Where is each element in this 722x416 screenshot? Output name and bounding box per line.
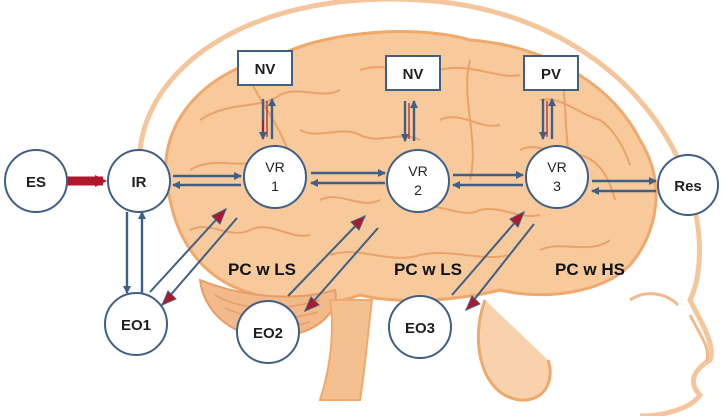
node-eo3-label: EO3: [405, 320, 435, 337]
box-nv-1: NV: [237, 50, 293, 86]
node-vr3-number: 3: [553, 178, 561, 194]
node-es: ES: [4, 149, 68, 213]
node-eo1-label: EO1: [121, 317, 151, 334]
arrows-box2-vr2: [401, 100, 418, 142]
node-vr1-number: 1: [271, 178, 279, 194]
box-nv-2-label: NV: [403, 66, 424, 83]
node-eo3: EO3: [388, 295, 452, 359]
node-res-label: Res: [674, 178, 702, 195]
node-eo2: EO2: [236, 300, 300, 364]
node-vr1: VR 1: [243, 145, 307, 209]
arrows-eo1-vr1: [149, 207, 238, 306]
box-pv: PV: [523, 55, 579, 91]
box-nv-2: NV: [385, 55, 441, 91]
pc-label-1: PC w LS: [228, 260, 296, 279]
node-vr2: VR 2: [386, 149, 450, 213]
node-vr2-number: 2: [414, 182, 422, 198]
arrows-eo3-vr3: [451, 210, 535, 311]
brain-stem: [318, 299, 374, 401]
arrows-box1-vr1: [259, 98, 276, 140]
pc-label-3: PC w HS: [555, 260, 625, 279]
node-ir-label: IR: [132, 174, 147, 191]
face-nose: [688, 314, 709, 363]
node-eo2-label: EO2: [253, 325, 283, 342]
pc-label-2: PC w LS: [394, 260, 462, 279]
box-nv-1-label: NV: [255, 61, 276, 78]
node-eo1: EO1: [104, 292, 168, 356]
node-ir: IR: [107, 149, 171, 213]
node-res: Res: [657, 154, 719, 216]
node-vr2-label: VR: [408, 163, 427, 179]
ear: [477, 299, 552, 402]
node-es-label: ES: [26, 174, 46, 191]
face-eye: [629, 292, 680, 307]
arrows-eo2-vr2: [287, 215, 379, 312]
box-pv-label: PV: [541, 66, 561, 83]
arrows-box3-vr3: [539, 98, 556, 140]
node-vr3-label: VR: [547, 159, 566, 175]
node-vr1-label: VR: [265, 159, 284, 175]
connections: [66, 98, 657, 312]
node-vr3: VR 3: [525, 145, 589, 209]
